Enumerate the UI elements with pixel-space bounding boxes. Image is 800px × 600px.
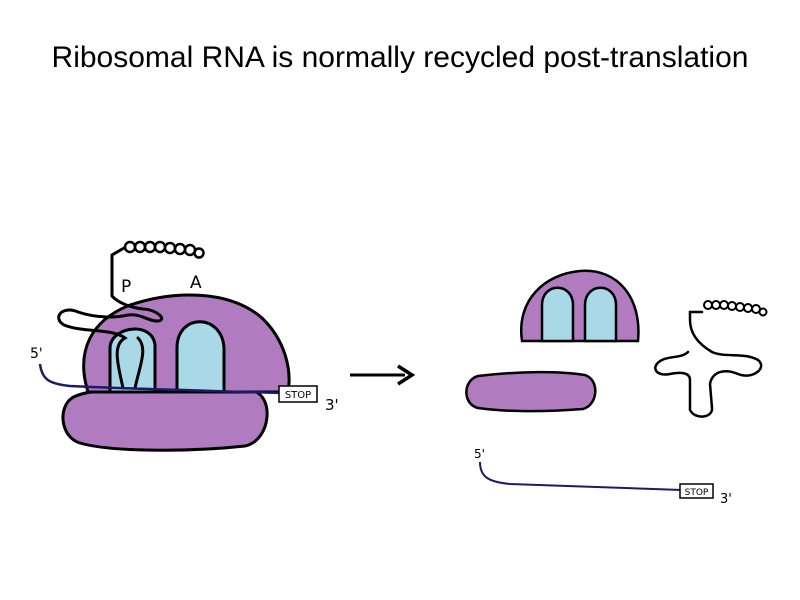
released-small-subunit [465, 370, 597, 413]
a-site-label: A [190, 273, 202, 293]
released-stop-codon-label: STOP [685, 488, 709, 498]
large-subunit-free [519, 269, 640, 343]
released-polypeptide-chain [703, 300, 768, 317]
released-three-prime-label: 3' [720, 492, 732, 507]
free-a-site [583, 286, 618, 343]
released-five-prime-label: 5' [474, 447, 485, 461]
polypeptide-chain [123, 240, 205, 259]
trna-p-site-stem [133, 336, 145, 390]
slide-title: Ribosomal RNA is normally recycled post-… [51, 41, 749, 74]
released-large-subunit [519, 269, 640, 343]
small-subunit [61, 385, 269, 452]
mrna-strand [38, 363, 281, 395]
free-p-site [540, 286, 575, 343]
released-trna-body [654, 310, 763, 418]
translating-ribosome: STOP 5' 3' P A [30, 240, 339, 452]
released-mrna-strand [479, 461, 683, 491]
right-arrow-icon [350, 364, 416, 386]
five-prime-label: 5' [30, 346, 43, 362]
p-site-label: P [121, 277, 131, 297]
a-site [175, 320, 226, 394]
small-subunit-free [465, 370, 597, 413]
stop-codon-box [278, 385, 318, 403]
trna-p-site [57, 246, 164, 390]
released-mrna: STOP 5' 3' [474, 447, 732, 507]
released-trna [654, 300, 768, 418]
released-stop-codon-box [679, 483, 714, 499]
stop-codon-label: STOP [285, 390, 311, 401]
three-prime-label: 3' [325, 396, 339, 414]
